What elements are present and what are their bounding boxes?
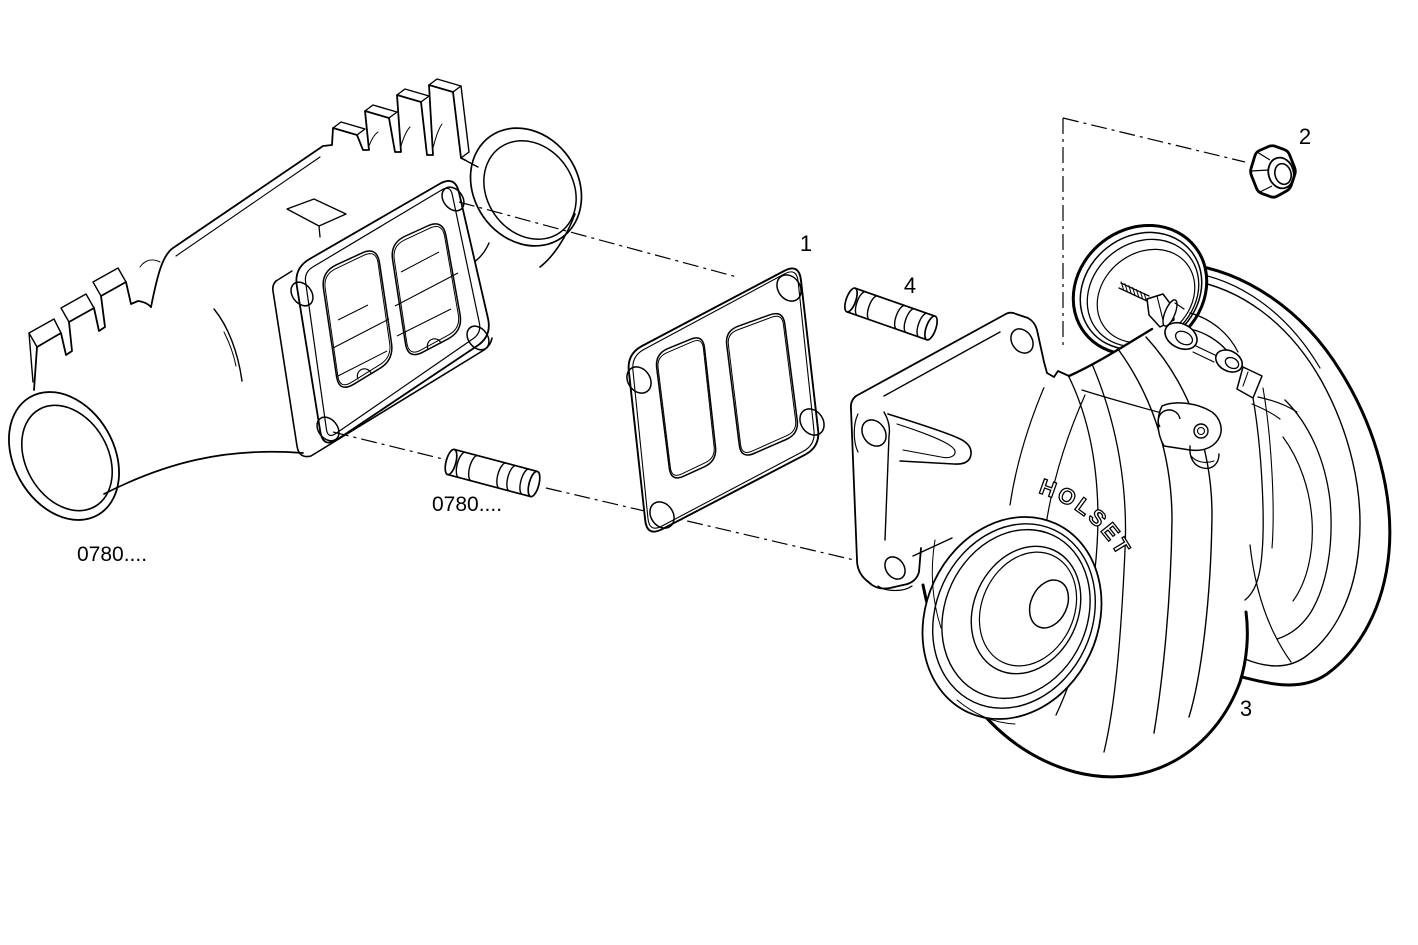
- svg-text:0780....: 0780....: [432, 493, 502, 516]
- svg-text:1: 1: [800, 231, 812, 256]
- svg-text:2: 2: [1299, 124, 1311, 149]
- svg-text:0780....: 0780....: [77, 543, 147, 566]
- svg-text:4: 4: [904, 273, 916, 298]
- svg-text:3: 3: [1240, 696, 1252, 721]
